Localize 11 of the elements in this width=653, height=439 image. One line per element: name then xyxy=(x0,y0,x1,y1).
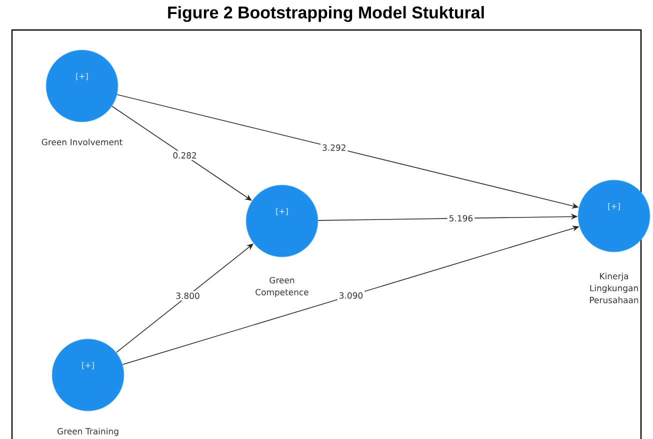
construct-label: Kinerja Lingkungan Perusahaan xyxy=(590,272,638,304)
arrow xyxy=(112,106,252,201)
construct-label: Green Competence xyxy=(256,277,308,297)
edge-label: 5.196 xyxy=(450,215,473,222)
edge-label: 3.292 xyxy=(322,144,346,151)
title: Figure 2 Bootstrapping Model Stuktural xyxy=(168,6,484,22)
edge-label: 0.282 xyxy=(173,152,196,159)
edge-label: 3.800 xyxy=(176,292,200,300)
edge-label: 3.090 xyxy=(340,292,363,299)
construct-label: Green Involvement xyxy=(42,138,122,146)
construct-label: Green Training xyxy=(58,428,118,436)
